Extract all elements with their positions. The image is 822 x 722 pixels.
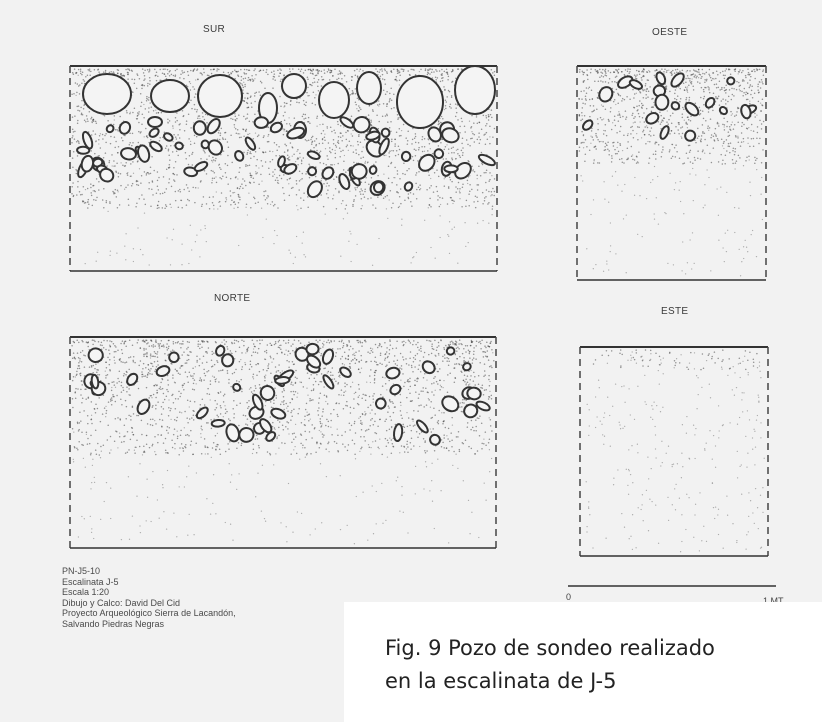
credit-line: Escalinata J-5 bbox=[62, 576, 119, 587]
credit-line: Salvando Piedras Negras bbox=[62, 618, 165, 629]
label-este: ESTE bbox=[661, 306, 689, 317]
caption-line-2: en la escalinata de J-5 bbox=[385, 669, 617, 693]
scale-start-label: 0 bbox=[566, 592, 572, 602]
panel-sur bbox=[69, 65, 498, 272]
scale-end-label: 1 MT. bbox=[763, 596, 786, 606]
panel-norte bbox=[69, 336, 497, 549]
credit-line: Escala 1:20 bbox=[62, 587, 110, 598]
panel-este bbox=[579, 346, 769, 557]
credit-line: PN-J5-10 bbox=[62, 566, 101, 576]
caption-line-1: Fig. 9 Pozo de sondeo realizado bbox=[385, 636, 715, 660]
drawing-credits: PN-J5-10 Escalinata J-5 Escala 1:20 Dibu… bbox=[62, 566, 236, 630]
panel-oeste bbox=[576, 65, 767, 281]
credit-line: Dibujo y Calco: David Del Cid bbox=[62, 597, 181, 608]
label-sur: SUR bbox=[203, 24, 226, 35]
caption-box bbox=[344, 602, 822, 722]
label-oeste: OESTE bbox=[652, 27, 688, 38]
figure-caption: Fig. 9 Pozo de sondeo realizado en la es… bbox=[385, 632, 715, 698]
label-norte: NORTE bbox=[214, 293, 251, 304]
credit-line: Proyecto Arqueológico Sierra de Lacandón… bbox=[62, 608, 236, 619]
